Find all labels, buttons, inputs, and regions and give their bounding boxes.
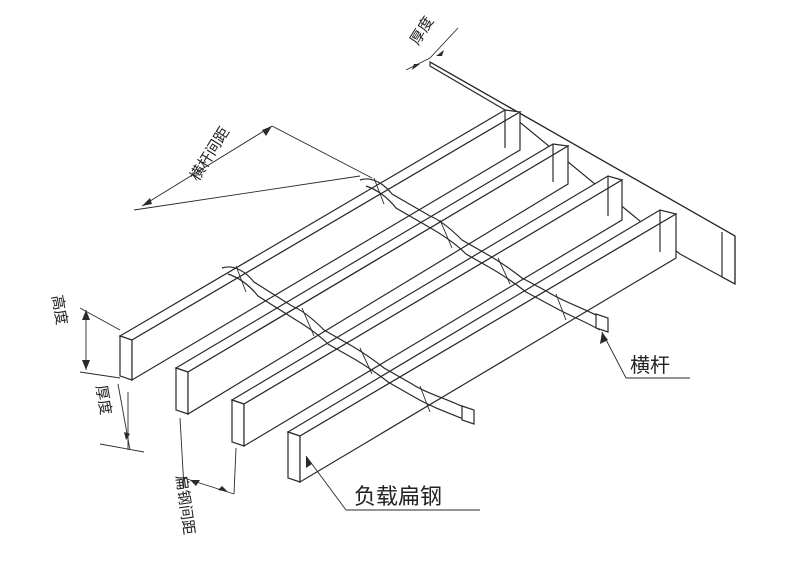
dimension-thickness-left: 厚度 (92, 384, 145, 453)
dimension-crossbar-spacing: 横杆间距 (133, 124, 373, 211)
leader-bearing-flat-bar: 负载扁钢 (305, 455, 480, 511)
crossbar-back (359, 177, 609, 333)
crossbar-front (221, 265, 475, 425)
load-bar-1 (118, 109, 522, 382)
load-bar-2 (174, 143, 570, 416)
dimension-flatbar-spacing: 扁钢间距 (172, 417, 237, 536)
label-bearing-flat-bar: 负载扁钢 (354, 485, 442, 510)
load-bar-3 (230, 175, 624, 448)
label-crossbar: 横杆 (630, 353, 670, 377)
label-thickness-top: 厚度 (406, 13, 437, 48)
dimension-height: 高度 (48, 294, 121, 379)
leader-crossbar: 横杆 (600, 331, 690, 379)
label-height: 高度 (48, 294, 71, 327)
dimension-thickness-top: 厚度 (405, 13, 459, 71)
label-thickness-left: 厚度 (92, 384, 115, 417)
